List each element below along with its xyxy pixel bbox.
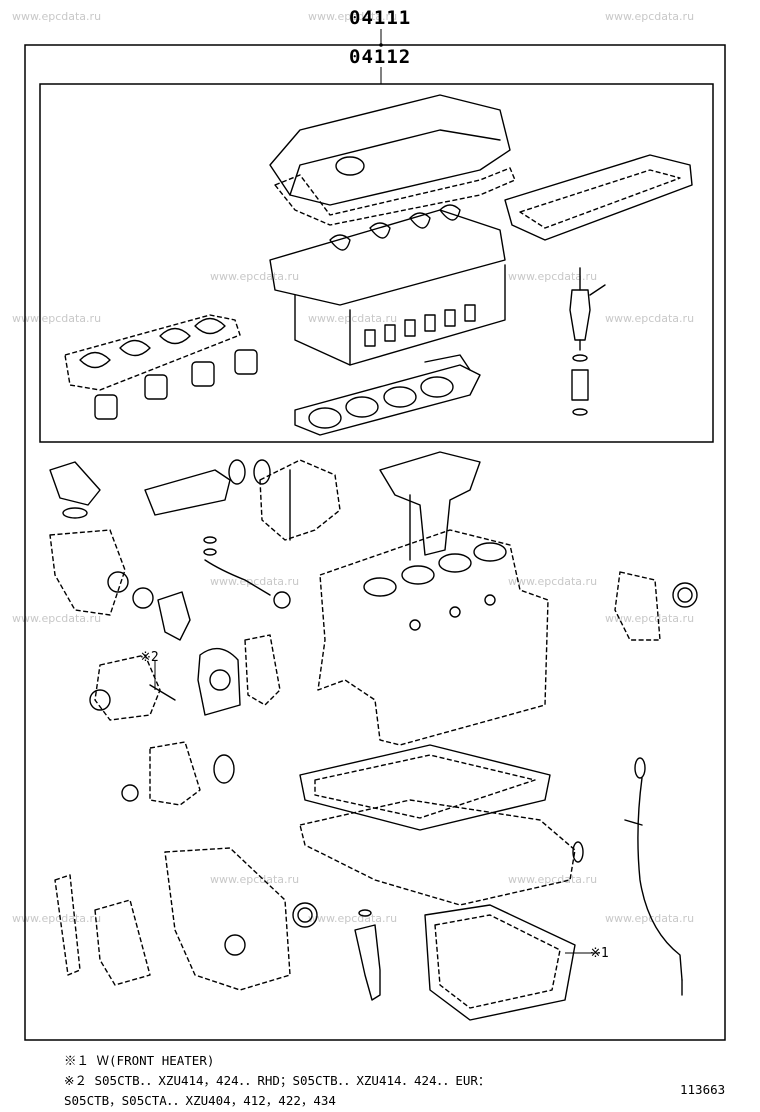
end-plate-gasket xyxy=(54,874,151,986)
assembly-code-inner: 04112 xyxy=(349,46,412,68)
oil-strainer xyxy=(354,909,381,1001)
inner-kit-frame xyxy=(39,83,714,443)
watermark: www.epcdata.ru xyxy=(308,10,398,23)
timing-gear-cover xyxy=(164,847,318,991)
water-pump xyxy=(259,459,341,541)
watermark: www.epcdata.ru xyxy=(12,312,102,325)
oil-pan-gasket xyxy=(299,744,551,831)
outer-kit-frame xyxy=(24,44,726,1041)
watermark: www.epcdata.ru xyxy=(508,270,598,283)
callout-1: ※1 xyxy=(590,946,609,961)
oil-cooler xyxy=(379,451,481,561)
port-gaskets xyxy=(94,349,258,420)
watermark: www.epcdata.ru xyxy=(605,912,695,925)
cylinder-head xyxy=(269,204,506,366)
watermark: www.epcdata.ru xyxy=(308,312,398,325)
water-outlet xyxy=(49,461,101,519)
cylinder-block xyxy=(317,529,549,746)
watermark: www.epcdata.ru xyxy=(605,612,695,625)
oil-pan xyxy=(299,799,584,906)
watermark: www.epcdata.ru xyxy=(210,270,300,283)
oil-seal-retainer xyxy=(614,571,698,641)
oil-pipe xyxy=(203,536,291,609)
watermark: www.epcdata.ru xyxy=(12,612,102,625)
watermark: www.epcdata.ru xyxy=(12,10,102,23)
inlet-manifold-gasket xyxy=(504,154,693,241)
note-line-3: S05CTB，S05CTA．．XZU404，412，422，434 xyxy=(64,1093,336,1108)
watermark: www.epcdata.ru xyxy=(605,312,695,325)
figure-number: 113663 xyxy=(680,1082,726,1097)
oil-pump xyxy=(121,741,235,806)
head-cover-gasket xyxy=(274,167,516,226)
water-pipe xyxy=(144,459,271,516)
injection-nozzle xyxy=(569,267,606,416)
watermark: www.epcdata.ru xyxy=(308,912,398,925)
thermostat-housing xyxy=(157,591,191,641)
watermark: www.epcdata.ru xyxy=(210,575,300,588)
callout-2: ※2 xyxy=(140,650,159,665)
assembly-code-outer: 04111 xyxy=(349,7,412,29)
watermark: www.epcdata.ru xyxy=(12,912,102,925)
watermark: www.epcdata.ru xyxy=(508,575,598,588)
lower-oil-pan-gasket xyxy=(424,904,600,1021)
cylinder-head-gasket xyxy=(294,354,481,436)
watermark: www.epcdata.ru xyxy=(508,873,598,886)
note-line-2: ※２ S05CTB．．XZU414，424．．RHD；S05CTB．．XZU41… xyxy=(64,1073,491,1088)
watermark: www.epcdata.ru xyxy=(605,10,695,23)
water-inlet-housing xyxy=(49,529,154,616)
timing-gear-cover-gasket xyxy=(244,634,281,706)
water-pump-assy xyxy=(89,654,176,721)
note-line-1: ※１ Ｗ(FRONT HEATER) xyxy=(64,1053,215,1068)
exhaust-manifold-gasket xyxy=(64,314,241,391)
oil-level-gauge xyxy=(624,757,683,996)
cylinder-head-cover xyxy=(269,94,511,206)
watermark: www.epcdata.ru xyxy=(210,873,300,886)
pump-gasket xyxy=(197,647,241,716)
